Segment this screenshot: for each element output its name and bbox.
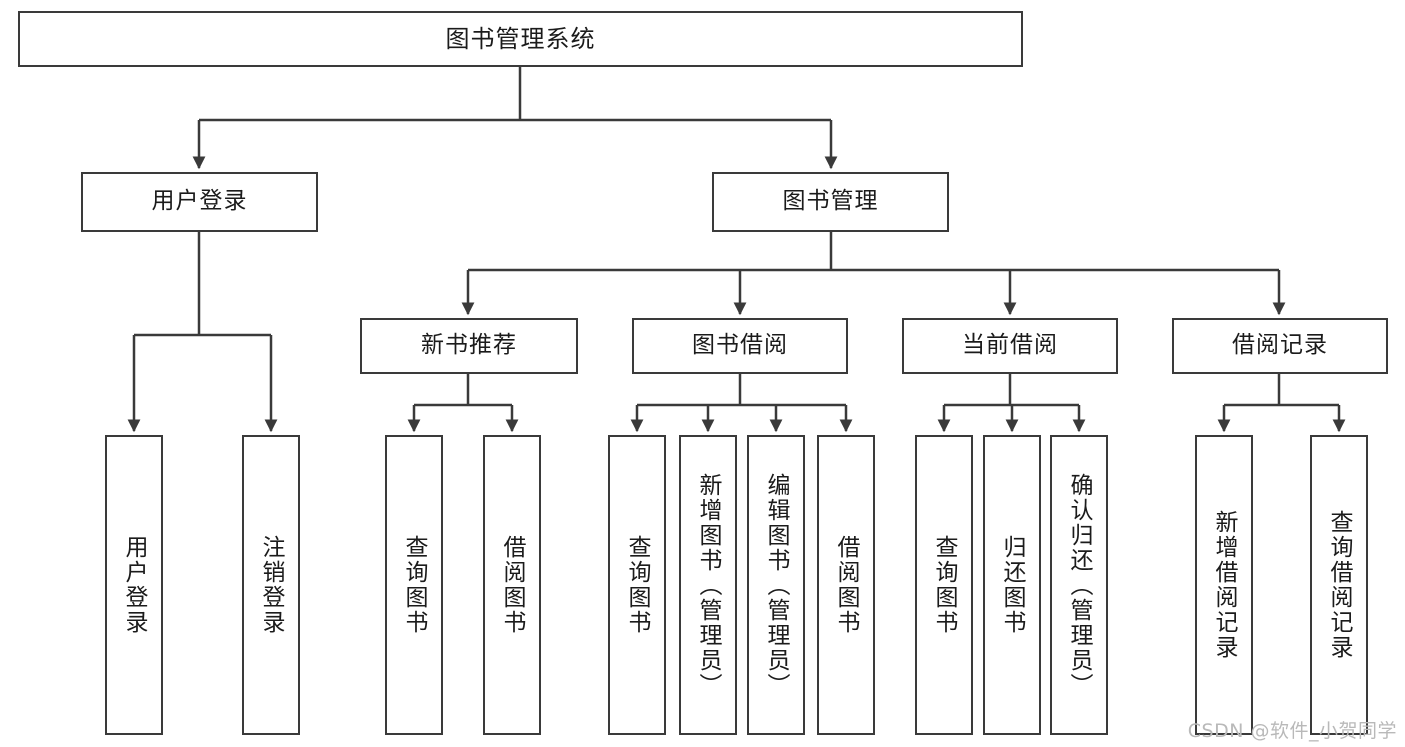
- node-leaf-query-book-3-label: 查询图书: [931, 535, 958, 635]
- node-leaf-query-book-1[interactable]: 查询图书: [385, 435, 443, 735]
- node-leaf-user-login[interactable]: 用户登录: [105, 435, 163, 735]
- node-leaf-borrow-book-2[interactable]: 借阅图书: [817, 435, 875, 735]
- node-book-manage[interactable]: 图书管理: [712, 172, 949, 232]
- node-new-book-recommend[interactable]: 新书推荐: [360, 318, 578, 374]
- node-current-borrow-label: 当前借阅: [962, 332, 1058, 359]
- node-current-borrow[interactable]: 当前借阅: [902, 318, 1118, 374]
- node-leaf-user-logout[interactable]: 注销登录: [242, 435, 300, 735]
- node-new-book-recommend-label: 新书推荐: [421, 332, 517, 359]
- node-leaf-user-logout-label: 注销登录: [258, 535, 285, 635]
- node-leaf-return-book-label: 归还图书: [999, 535, 1026, 635]
- node-book-borrow-label: 图书借阅: [692, 332, 788, 359]
- node-book-manage-label: 图书管理: [782, 188, 879, 215]
- node-leaf-edit-book-label: 编辑图书（管理员）: [763, 472, 790, 698]
- node-leaf-query-record[interactable]: 查询借阅记录: [1310, 435, 1368, 735]
- node-root-label: 图书管理系统: [445, 24, 596, 53]
- node-root[interactable]: 图书管理系统: [18, 11, 1023, 67]
- node-leaf-add-record-label: 新增借阅记录: [1211, 510, 1238, 660]
- node-leaf-borrow-book-1-label: 借阅图书: [499, 535, 526, 635]
- node-leaf-confirm-return[interactable]: 确认归还（管理员）: [1050, 435, 1108, 735]
- node-leaf-query-book-3[interactable]: 查询图书: [915, 435, 973, 735]
- node-borrow-record[interactable]: 借阅记录: [1172, 318, 1388, 374]
- node-leaf-borrow-book-1[interactable]: 借阅图书: [483, 435, 541, 735]
- node-leaf-query-record-label: 查询借阅记录: [1326, 510, 1353, 660]
- node-leaf-add-book[interactable]: 新增图书（管理员）: [679, 435, 737, 735]
- node-leaf-return-book[interactable]: 归还图书: [983, 435, 1041, 735]
- node-leaf-query-book-2[interactable]: 查询图书: [608, 435, 666, 735]
- node-book-borrow[interactable]: 图书借阅: [632, 318, 848, 374]
- node-borrow-record-label: 借阅记录: [1232, 332, 1328, 359]
- node-leaf-confirm-return-label: 确认归还（管理员）: [1066, 472, 1093, 698]
- node-leaf-user-login-label: 用户登录: [121, 535, 148, 635]
- node-leaf-edit-book[interactable]: 编辑图书（管理员）: [747, 435, 805, 735]
- node-leaf-query-book-2-label: 查询图书: [624, 535, 651, 635]
- node-leaf-add-record[interactable]: 新增借阅记录: [1195, 435, 1253, 735]
- node-user-login-label: 用户登录: [151, 188, 248, 215]
- watermark: CSDN @软件_小贺同学: [1187, 720, 1397, 742]
- node-leaf-borrow-book-2-label: 借阅图书: [833, 535, 860, 635]
- node-leaf-query-book-1-label: 查询图书: [401, 535, 428, 635]
- node-leaf-add-book-label: 新增图书（管理员）: [695, 472, 722, 698]
- node-user-login[interactable]: 用户登录: [81, 172, 318, 232]
